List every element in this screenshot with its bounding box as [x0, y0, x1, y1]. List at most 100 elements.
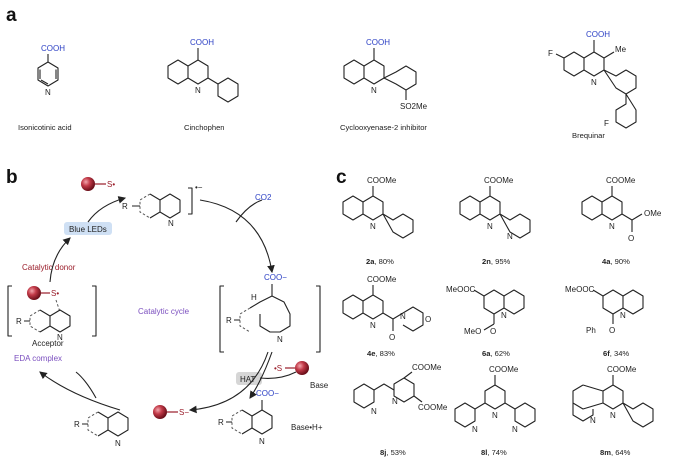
base-h-label: Base•H+ — [291, 423, 323, 432]
n-label-start: N — [115, 439, 121, 448]
brequinar-f1: F — [548, 49, 553, 58]
product-8j-structure: COOMe N N COOMe — [353, 363, 448, 416]
isonicotinic-acid-structure: COOH N — [37, 44, 65, 97]
r-label-eda: R — [16, 317, 22, 326]
cinchophen-name: Cinchophen — [184, 123, 225, 132]
brequinar-f2: F — [604, 119, 609, 128]
carboxylated-intermediate: COO− H R N — [219, 273, 321, 353]
6f-o: O — [609, 326, 615, 335]
isonicotinic-cooh: COOH — [41, 44, 65, 53]
8l-n3: N — [512, 425, 518, 434]
product-4e-label: 4e, 83% — [367, 349, 395, 358]
panel-label-a: a — [6, 5, 17, 26]
eda-complex-structure: S• R N — [7, 285, 97, 342]
product-8l-structure: COOMe N N N — [454, 365, 536, 434]
product-4e-structure: COOMe N O N O — [342, 275, 431, 342]
thiol-s: •S — [274, 364, 282, 373]
product-8m-structure: COOMe N N — [572, 365, 654, 428]
cox2-n: N — [371, 86, 377, 95]
co2-label: CO2 — [255, 193, 272, 202]
6a-meo: MeO — [464, 327, 481, 336]
coo-intermediate: COO− — [264, 273, 287, 282]
4e-o1: O — [389, 333, 395, 342]
4e-n1: N — [370, 321, 376, 330]
2a-n: N — [370, 222, 376, 231]
brequinar-n: N — [591, 78, 597, 87]
4e-o2: O — [425, 315, 431, 324]
hat-label: HAT — [240, 375, 256, 384]
n-label-top: N — [168, 219, 174, 228]
thiol-reagent: •S — [274, 361, 309, 375]
8l-n2: N — [472, 425, 478, 434]
product-2n-label: 2n, 95% — [482, 257, 511, 266]
n-label-eda: N — [57, 333, 63, 342]
n-label-mid: N — [277, 335, 283, 344]
catalytic-cycle-label: Catalytic cycle — [138, 307, 190, 316]
pyridine-radical-anion: R N •− — [122, 183, 203, 228]
h-intermediate: H — [251, 293, 257, 302]
brequinar-me: Me — [615, 45, 627, 54]
hat-box: HAT — [236, 372, 262, 385]
2a-cooMe: COOMe — [367, 176, 397, 185]
brequinar-name: Brequinar — [572, 131, 605, 140]
thiyl-radical-top: S• — [81, 177, 115, 191]
product-2a-label: 2a, 80% — [366, 257, 394, 266]
4a-n: N — [609, 222, 615, 231]
cinchophen-cooh: COOH — [190, 38, 214, 47]
product-6a-structure: MeOOC N O MeO — [446, 285, 525, 336]
s-donor: S• — [51, 289, 59, 298]
6f-ph: Ph — [586, 326, 596, 335]
product-4a-structure: COOMe N O OMe — [581, 176, 662, 243]
product-6f-structure: MeOOC N O Ph — [565, 285, 644, 335]
2n-n1: N — [487, 222, 493, 231]
base-label: Base — [310, 381, 329, 390]
2n-cooMe: COOMe — [484, 176, 514, 185]
cinchophen-structure: COOH N — [167, 38, 239, 103]
6a-meooc: MeOOC — [446, 285, 476, 294]
8l-cooMe: COOMe — [489, 365, 519, 374]
8l-n1: N — [492, 411, 498, 420]
brequinar-structure: COOH Me F N F — [548, 30, 637, 129]
carboxylate-product: COO− R N — [218, 389, 279, 446]
cinchophen-n: N — [195, 86, 201, 95]
cox2-cooh: COOH — [366, 38, 390, 47]
s-minus-bottom: S− — [179, 408, 189, 417]
catalytic-cycle-arrows — [39, 196, 297, 414]
4a-ome: OMe — [644, 209, 662, 218]
isonicotinic-n: N — [45, 88, 51, 97]
blue-leds-box: Blue LEDs — [64, 222, 112, 235]
blue-leds-label: Blue LEDs — [69, 225, 107, 234]
6a-o: O — [490, 327, 496, 336]
product-2n-structure: COOMe N N — [459, 176, 531, 241]
4a-cooMe: COOMe — [606, 176, 636, 185]
product-8l-label: 8l, 74% — [481, 448, 507, 457]
r-label-mid: R — [226, 316, 232, 325]
r-label-product: R — [218, 418, 224, 427]
radical-anion-charge: •− — [195, 183, 203, 192]
brequinar-cooh: COOH — [586, 30, 610, 39]
8j-n1: N — [371, 407, 377, 416]
product-8j-label: 8j, 53% — [380, 448, 406, 457]
6a-n: N — [501, 311, 507, 320]
n-label-product: N — [259, 437, 265, 446]
8m-cooMe: COOMe — [607, 365, 637, 374]
product-4a-label: 4a, 90% — [602, 257, 630, 266]
4a-o: O — [628, 234, 634, 243]
cox2-so2me: SO2Me — [400, 102, 428, 111]
panel-label-c: c — [336, 167, 347, 188]
cox2-inhibitor-name: Cyclooxyenase-2 inhibitor — [340, 123, 427, 132]
catalytic-donor-label: Catalytic donor — [22, 263, 76, 272]
eda-complex-label: EDA complex — [14, 354, 62, 363]
8m-n2: N — [590, 416, 596, 425]
isonicotinic-acid-name: Isonicotinic acid — [18, 123, 72, 132]
4e-n2: N — [400, 312, 406, 321]
8j-cooMe-top: COOMe — [412, 363, 442, 372]
product-6f-label: 6f, 34% — [603, 349, 629, 358]
r-label-top: R — [122, 202, 128, 211]
6f-meooc: MeOOC — [565, 285, 595, 294]
coo-product: COO− — [256, 389, 279, 398]
8m-n1: N — [610, 411, 616, 420]
8j-n2: N — [392, 397, 398, 406]
starting-azaarene: R N — [74, 411, 129, 448]
